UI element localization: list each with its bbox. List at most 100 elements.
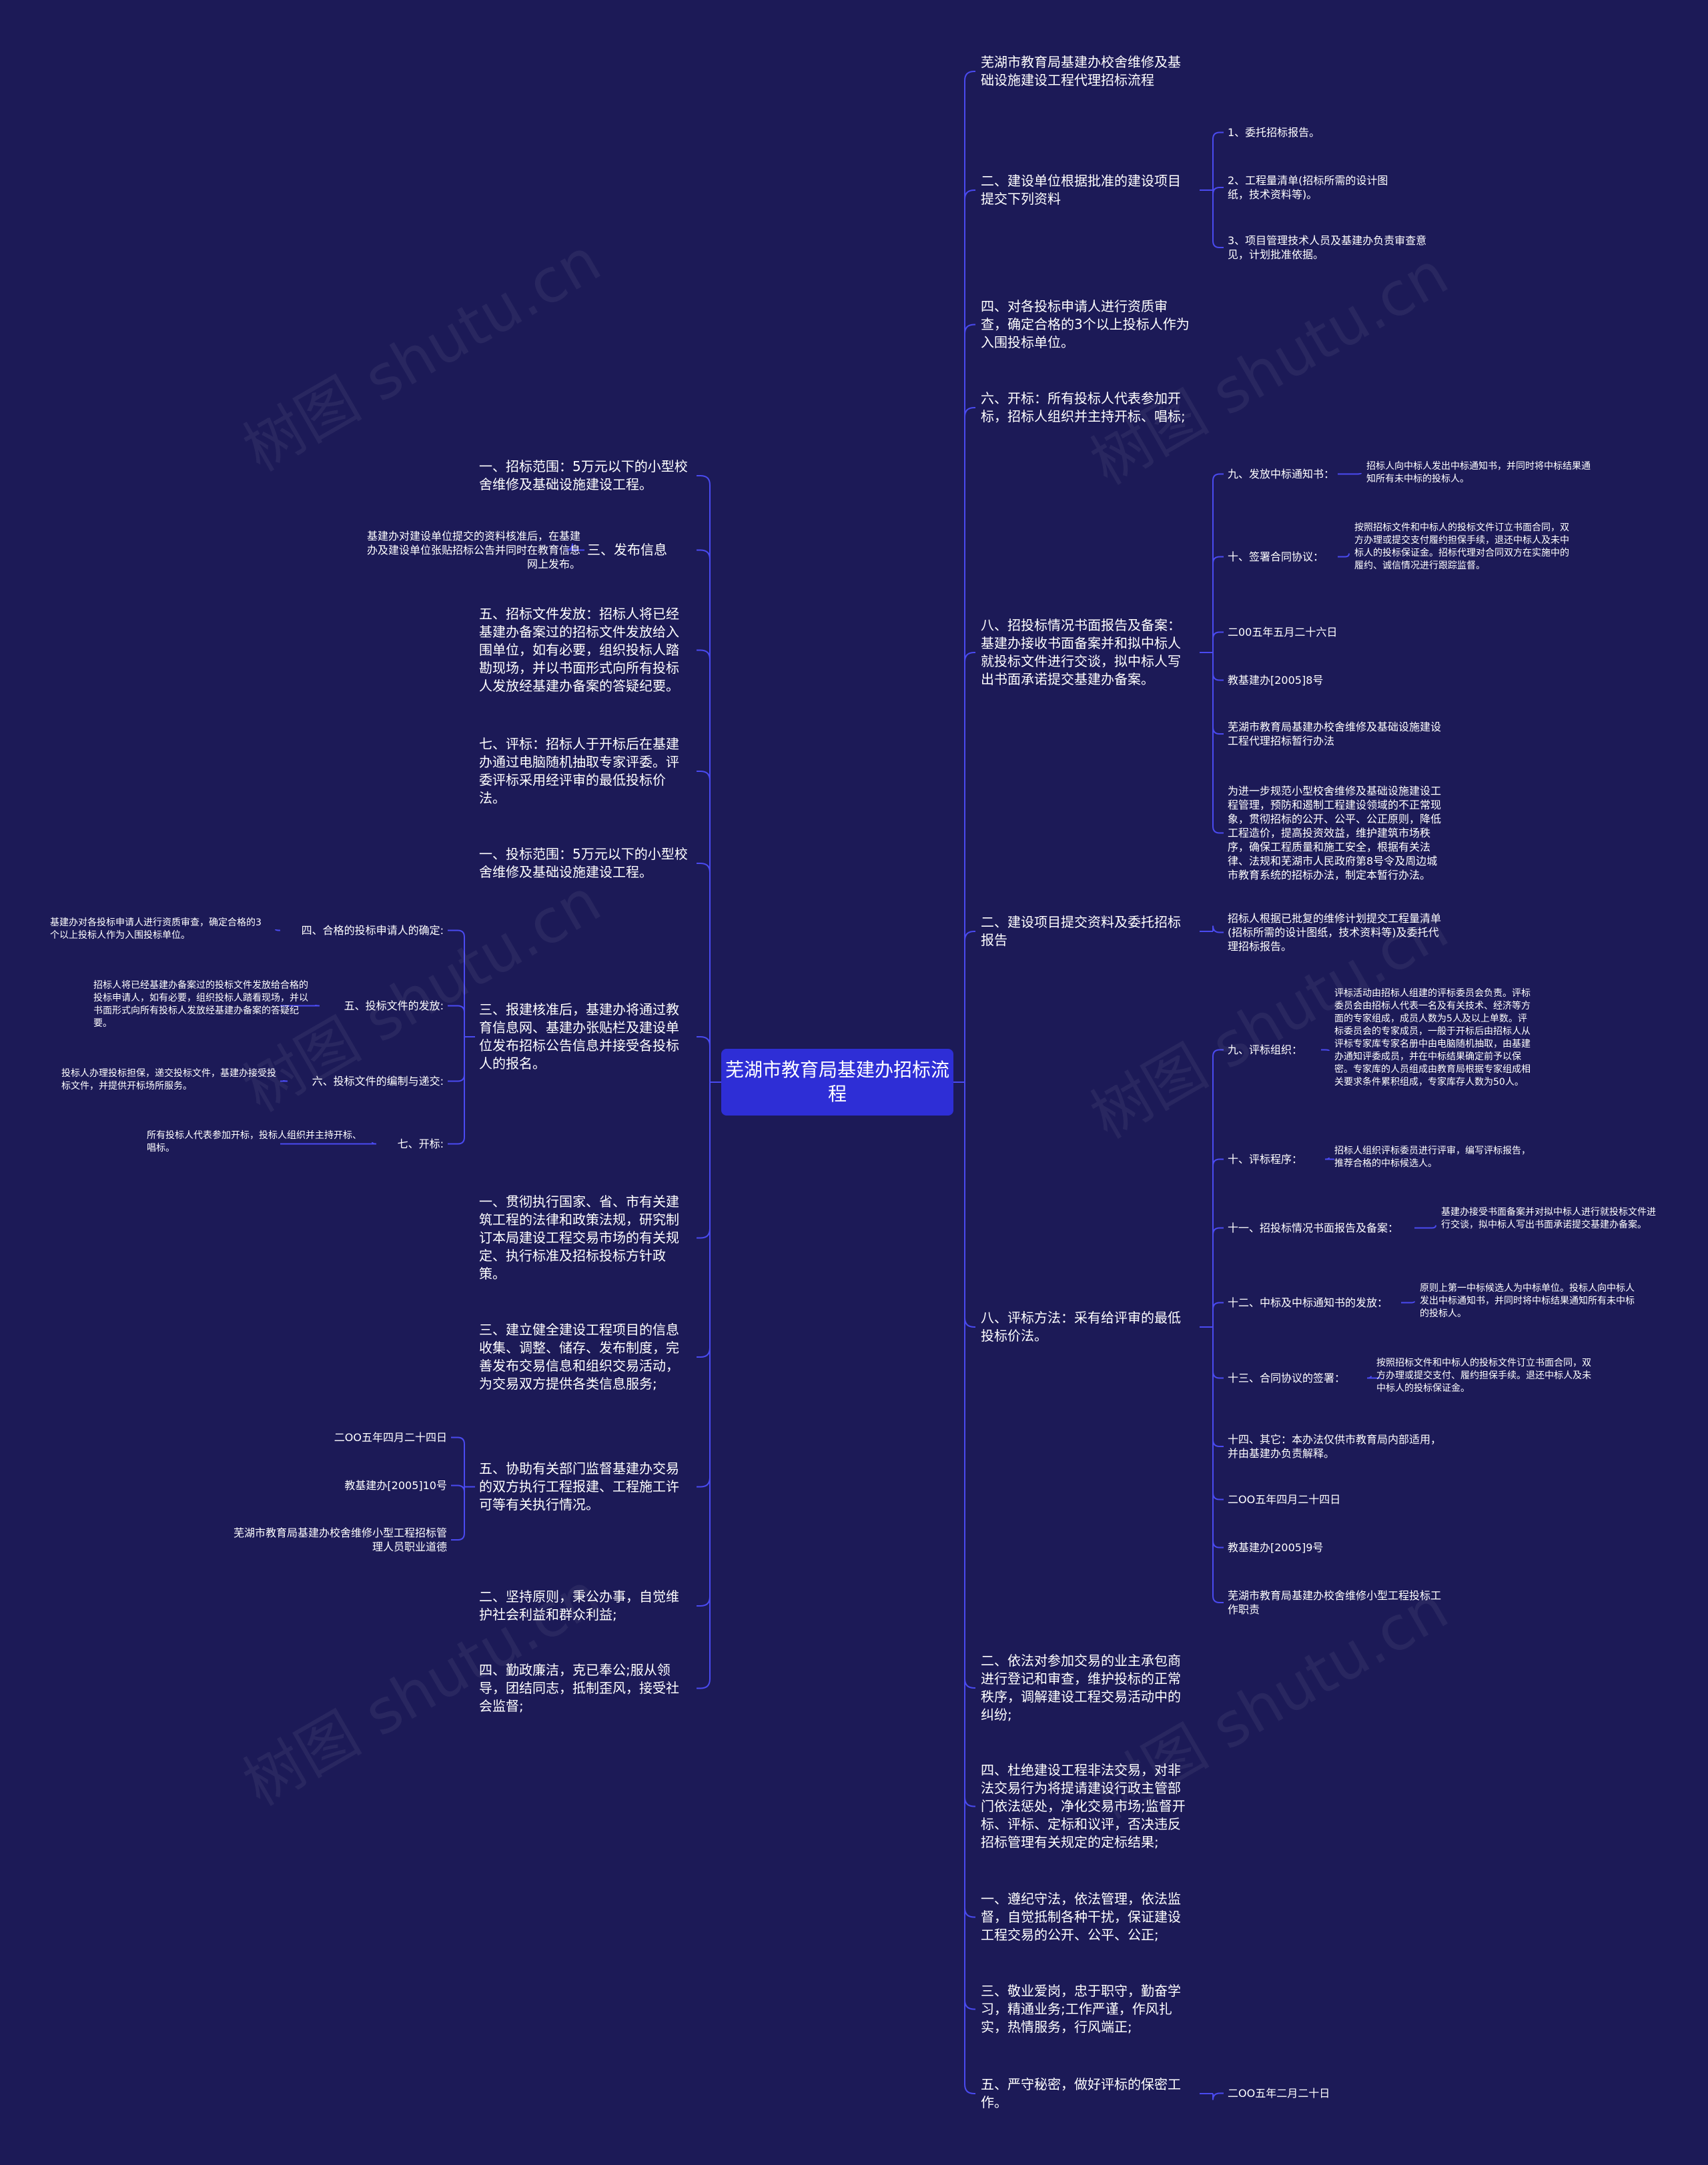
branch-left-1[interactable]: 三、发布信息 <box>587 542 667 558</box>
topic-right-1-2[interactable]: 3、项目管理技术人员及基建办负责审查意见，计划批准依据。 <box>1228 234 1427 261</box>
branch-left-0[interactable]: 一、招标范围：5万元以下的小型校舍维修及基础设施建设工程。 <box>479 458 688 492</box>
connector-left-2 <box>697 649 711 1082</box>
detail-right-6-3[interactable]: 原则上第一中标候选人为中标单位。投标人向中标人发出中标通知书，并同时将中标结果通… <box>1420 1283 1635 1319</box>
topic-left-5-1[interactable]: 五、投标文件的发放: <box>344 999 444 1012</box>
topic-left-8-1[interactable]: 教基建办[2005]10号 <box>344 1479 447 1492</box>
branch-left-9[interactable]: 二、坚持原则，秉公办事，自觉维护社会利益和群众利益; <box>479 1589 679 1623</box>
detail-right-4-0[interactable]: 招标人向中标人发出中标通知书，并同时将中标结果通知所有未中标的投标人。 <box>1366 461 1591 484</box>
connector-right-6-3-detail <box>1401 1301 1415 1304</box>
topic-left-1-0[interactable]: 基建办对建设单位提交的资料核准后，在基建办及建设单位张贴招标公告并同时在教育信息… <box>366 530 580 570</box>
branch-left-4[interactable]: 一、投标范围：5万元以下的小型校舍维修及基础设施建设工程。 <box>479 846 688 880</box>
topic-right-6-7[interactable]: 教基建办[2005]9号 <box>1228 1541 1324 1554</box>
connector-right-6-0-detail <box>1321 1049 1330 1051</box>
topic-right-4-4[interactable]: 芜湖市教育局基建办校舍维修及基础设施建设工程代理招标暂行办法 <box>1228 721 1442 747</box>
connector-right-4-0-detail <box>1338 472 1362 475</box>
connector-right-5-0 <box>1212 925 1224 933</box>
connector-left-3 <box>697 771 711 1082</box>
branch-right-6[interactable]: 八、评标方法：采有给评审的最低投标价法。 <box>981 1310 1181 1344</box>
connector-right-6-8 <box>1212 1327 1224 1603</box>
connector-right-0 <box>964 71 975 1082</box>
detail-right-6-0[interactable]: 评标活动由招标人组建的评标委员会负责。评标委员会由招标人代表一名及有关技术、经济… <box>1334 988 1531 1088</box>
topic-right-6-6[interactable]: 二OO五年四月二十四日 <box>1228 1493 1341 1506</box>
topic-right-4-2[interactable]: 二00五年五月二十六日 <box>1228 626 1338 638</box>
topic-right-6-2[interactable]: 十一、招投标情况书面报告及备案： <box>1228 1222 1399 1234</box>
connector-left-7 <box>697 1082 711 1358</box>
branch-right-1[interactable]: 二、建设单位根据批准的建设项目提交下列资料 <box>981 173 1181 207</box>
branch-right-4[interactable]: 八、招投标情况书面报告及备案：基建办接收书面备案并和拟中标人就投标文件进行交谈，… <box>981 617 1181 687</box>
topic-left-8-2[interactable]: 芜湖市教育局基建办校舍维修小型工程招标管理人员职业道德 <box>233 1527 447 1553</box>
topic-right-11-0[interactable]: 二OO五年二月二十日 <box>1228 2087 1330 2100</box>
connector-right-10 <box>964 1082 975 2010</box>
branch-right-3[interactable]: 六、开标：所有投标人代表参加开标，招标人组织并主持开标、唱标; <box>981 390 1186 424</box>
connector-right-6-2-detail <box>1414 1225 1436 1229</box>
connector-right-6-4 <box>1212 1327 1224 1379</box>
root-topic[interactable]: 芜湖市教育局基建办招标流程 <box>721 1049 953 1116</box>
connector-right-3 <box>964 407 975 1082</box>
branch-left-6[interactable]: 一、贯彻执行国家、省、市有关建筑工程的法律和政策法规，研究制订本局建设工程交易市… <box>479 1194 679 1282</box>
connector-right-11-0 <box>1212 2092 1224 2100</box>
topic-right-6-1[interactable]: 十、评标程序： <box>1228 1153 1303 1166</box>
detail-left-5-1[interactable]: 招标人将已经基建办备案过的投标文件发放给合格的投标申请人，如有必要，组织投标人踏… <box>93 980 308 1029</box>
branch-right-8[interactable]: 四、杜绝建设工程非法交易，对非法交易行为将提请建设行政主管部门依法惩处，净化交易… <box>981 1762 1186 1850</box>
connector-right-6-1 <box>1212 1158 1224 1327</box>
branch-right-5[interactable]: 二、建设项目提交资料及委托招标报告 <box>981 914 1181 948</box>
watermark-text: 树图 shutu.cn <box>1079 238 1460 499</box>
detail-right-6-4[interactable]: 按照招标文件和中标人的投标文件订立书面合同，双方办理或提交支付、履约担保手续。退… <box>1376 1358 1591 1394</box>
connector-right-4 <box>964 652 975 1082</box>
branch-left-10[interactable]: 四、勤政廉洁，克已奉公;服从领导，团结同志，抵制歪风，接受社会监督; <box>479 1662 679 1714</box>
connector-right-6-5 <box>1212 1327 1224 1447</box>
connector-right-2 <box>964 324 975 1082</box>
connector-right-4-5 <box>1212 653 1224 834</box>
topic-right-6-4[interactable]: 十三、合同协议的签署： <box>1228 1372 1346 1384</box>
connector-right-7 <box>964 1082 975 1689</box>
connector-left-0 <box>697 475 711 1082</box>
connector-right-4-0 <box>1212 473 1224 653</box>
connector-left-1 <box>697 549 711 1082</box>
connector-right-4-3 <box>1212 653 1224 681</box>
connector-right-1-0 <box>1212 131 1224 190</box>
branch-right-7[interactable]: 二、依法对参加交易的业主承包商进行登记和审查，维护投标的正常秩序，调解建设工程交… <box>981 1653 1181 1723</box>
watermark-text: 树图 shutu.cn <box>232 225 612 486</box>
connector-left-5 <box>697 1036 711 1082</box>
branch-right-10[interactable]: 三、敬业爱岗，忠于职守，勤奋学习，精通业务;工作严谨，作风扎实，热情服务，行风端… <box>981 1983 1181 2035</box>
topic-right-1-0[interactable]: 1、委托招标报告。 <box>1228 126 1320 139</box>
topic-right-6-8[interactable]: 芜湖市教育局基建办校舍维修小型工程投标工作职责 <box>1228 1589 1442 1616</box>
topic-right-5-0[interactable]: 招标人根据已批复的维修计划提交工程量清单(招标所需的设计图纸，技术资料等)及委托… <box>1228 912 1442 953</box>
branch-left-7[interactable]: 三、建立健全建设工程项目的信息收集、调整、储存、发布制度，完善发布交易信息和组织… <box>479 1322 679 1392</box>
detail-right-6-1[interactable]: 招标人组织评标委员进行评审，编写评标报告，推荐合格的中标候选人。 <box>1334 1146 1531 1169</box>
topic-left-8-0[interactable]: 二OO五年四月二十四日 <box>334 1431 447 1444</box>
topic-right-1-1[interactable]: 2、工程量清单(招标所需的设计图纸，技术资料等)。 <box>1228 174 1388 201</box>
topic-right-4-0[interactable]: 九、发放中标通知书： <box>1228 468 1335 480</box>
connector-right-11 <box>964 1082 975 2094</box>
branch-left-8[interactable]: 五、协助有关部门监督基建办交易的双方执行工程报建、工程施工许可等有关执行情况。 <box>479 1460 679 1512</box>
branch-right-0[interactable]: 芜湖市教育局基建办校舍维修及基础设施建设工程代理招标流程 <box>981 54 1181 88</box>
connector-left-5-0-detail <box>275 929 280 931</box>
detail-right-4-1[interactable]: 按照招标文件和中标人的投标文件订立书面合同，双方办理或提交支付履约担保手续，退还… <box>1354 522 1569 571</box>
topic-right-6-0[interactable]: 九、评标组织： <box>1228 1043 1303 1056</box>
topic-right-4-1[interactable]: 十、签署合同协议： <box>1228 550 1324 563</box>
topic-left-5-3[interactable]: 七、开标: <box>397 1138 444 1150</box>
connector-right-6-7 <box>1212 1327 1224 1549</box>
branch-left-3[interactable]: 七、评标：招标人于开标后在基建办通过电脑随机抽取专家评委。评委评标采用经评审的最… <box>479 736 679 806</box>
branch-right-9[interactable]: 一、遵纪守法，依法管理，依法监督，自觉抵制各种干扰，保证建设工程交易的公开、公平… <box>981 1891 1181 1943</box>
detail-left-5-3[interactable]: 所有投标人代表参加开标，投标人组织并主持开标、唱标。 <box>147 1130 362 1154</box>
connector-left-8-2 <box>451 1486 465 1541</box>
topic-right-6-3[interactable]: 十二、中标及中标通知书的发放： <box>1228 1296 1388 1309</box>
branch-right-2[interactable]: 四、对各投标申请人进行资质审查，确定合格的3个以上投标人作为入围投标单位。 <box>981 298 1190 350</box>
branch-left-5[interactable]: 三、报建核准后，基建办将通过教育信息网、基建办张贴栏及建设单位发布招标公告信息并… <box>479 1001 679 1071</box>
topic-right-6-5[interactable]: 十四、其它：本办法仅供市教育局内部适用，并由基建办负责解释。 <box>1228 1433 1442 1460</box>
detail-right-6-2[interactable]: 基建办接受书面备案并对拟中标人进行就投标文件进行交谈，拟中标人写出书面承诺提交基… <box>1441 1207 1656 1230</box>
connector-left-5-2 <box>448 1037 465 1082</box>
detail-left-5-0[interactable]: 基建办对各投标申请人进行资质审查，确定合格的3个以上投标人作为入围投标单位。 <box>50 917 262 941</box>
detail-left-5-2[interactable]: 投标人办理投标担保，递交投标文件，基建办接受投标文件，并提供开标场所服务。 <box>61 1068 276 1092</box>
connector-right-4-2 <box>1212 631 1224 653</box>
connector-left-8 <box>697 1082 711 1488</box>
topic-right-4-3[interactable]: 教基建办[2005]8号 <box>1228 674 1324 687</box>
topic-left-5-0[interactable]: 四、合格的投标申请人的确定: <box>301 924 444 937</box>
branch-left-2[interactable]: 五、招标文件发放：招标人将已经基建办备案过的招标文件发放给入围单位，如有必要，组… <box>479 606 679 694</box>
connector-right-1-1 <box>1212 187 1224 195</box>
topic-right-4-5[interactable]: 为进一步规范小型校舍维修及基础设施建设工程管理，预防和遏制工程建设领域的不正常现… <box>1228 785 1442 881</box>
topic-left-5-2[interactable]: 六、投标文件的编制与递交: <box>312 1075 444 1088</box>
branch-right-11[interactable]: 五、严守秘密，做好评标的保密工作。 <box>981 2076 1181 2110</box>
